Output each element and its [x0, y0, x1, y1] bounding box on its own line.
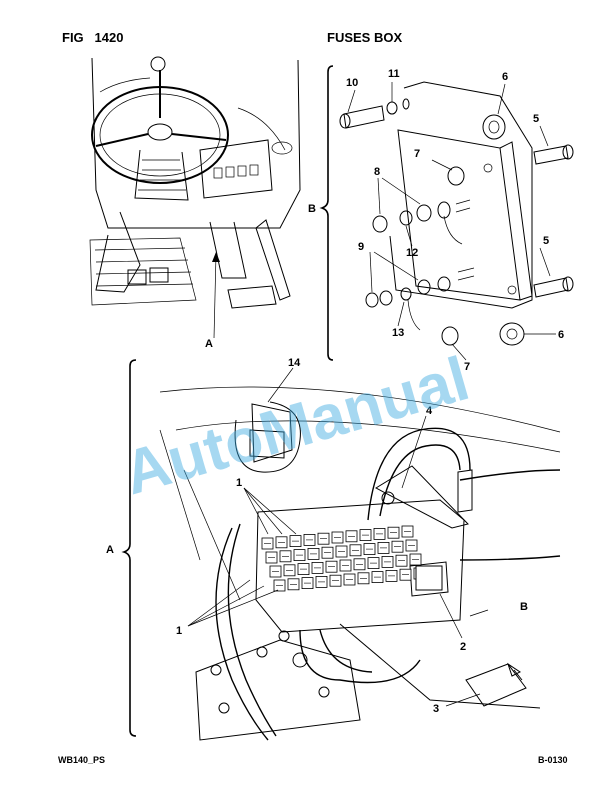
footer-left-code: WB140_PS: [58, 755, 106, 765]
view-label-a-top: A: [205, 338, 213, 350]
fuse-grid: [261, 525, 443, 592]
callout-numbers: 10 11 6 5 5 6 7 7 8 12 9 13 14 4 1 1 2 3: [176, 68, 564, 715]
callout-6: 6: [502, 71, 508, 83]
figure-label: FIG: [62, 30, 84, 45]
callout-7b: 7: [464, 361, 470, 373]
footer-right-code: B-0130: [538, 755, 568, 765]
callout-8: 8: [374, 166, 380, 178]
figure-number: 1420: [94, 30, 124, 45]
callout-leaders: [187, 82, 556, 707]
callout-14: 14: [288, 357, 301, 369]
callout-4: 4: [426, 405, 433, 417]
figure-title: FIG 1420: [62, 30, 123, 45]
view-label-b-top: B: [308, 203, 316, 215]
fuse-panel-installation-view: [121, 359, 561, 741]
callout-5b: 5: [543, 235, 549, 247]
callout-11: 11: [388, 68, 400, 80]
fuse-box-exploded-view: [319, 65, 574, 361]
callout-3: 3: [433, 703, 439, 715]
callout-12: 12: [406, 247, 418, 259]
callout-10: 10: [346, 77, 358, 89]
callout-5: 5: [533, 113, 539, 125]
view-label-a-bottom: A: [106, 544, 114, 556]
callout-1-bottom: 1: [176, 625, 182, 637]
section-title: FUSES BOX: [327, 30, 403, 45]
callout-7: 7: [414, 148, 420, 160]
callout-9: 9: [358, 241, 364, 253]
callout-1-top: 1: [236, 477, 242, 489]
view-label-b-bottom: B: [520, 601, 528, 613]
callout-13: 13: [392, 327, 404, 339]
callout-6b: 6: [558, 329, 564, 341]
callout-2: 2: [460, 641, 466, 653]
cab-overview-illustration: [89, 56, 301, 339]
relay: [415, 565, 443, 591]
